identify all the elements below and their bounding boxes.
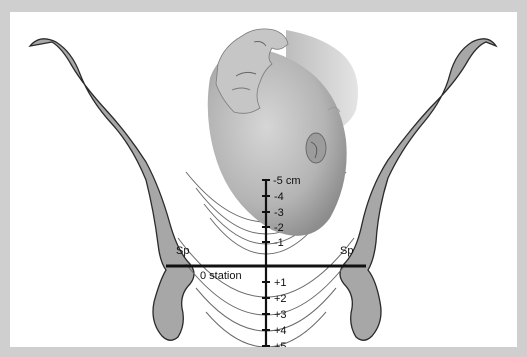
scale-tick-label: +2 (274, 293, 287, 305)
scale-tick-label: -1 (274, 237, 284, 249)
left-spine-label: Sp (176, 245, 189, 257)
fetal-ear (306, 133, 326, 163)
scale-tick-label: +4 (274, 325, 287, 337)
scale-tick-label: +3 (274, 309, 287, 321)
left-pelvis-bone (30, 39, 194, 340)
right-pelvis-bone (340, 39, 496, 340)
scale-top-label: -5 cm (273, 175, 301, 187)
right-spine-label: Sp (340, 245, 353, 257)
fetal-head (208, 29, 358, 236)
scale-tick-label: -3 (274, 207, 284, 219)
scale-tick-label: +5 (274, 341, 287, 347)
zero-station-label: 0 station (200, 270, 242, 282)
scale-tick-label: -2 (274, 222, 284, 234)
scale-tick-label: -4 (274, 191, 284, 203)
scale-tick-label: +1 (274, 277, 287, 289)
fetal-station-diagram: -4 -3 -2 -1 +1 +2 +3 +4 +5 -5 cm Sp Sp 0 station (10, 12, 517, 347)
